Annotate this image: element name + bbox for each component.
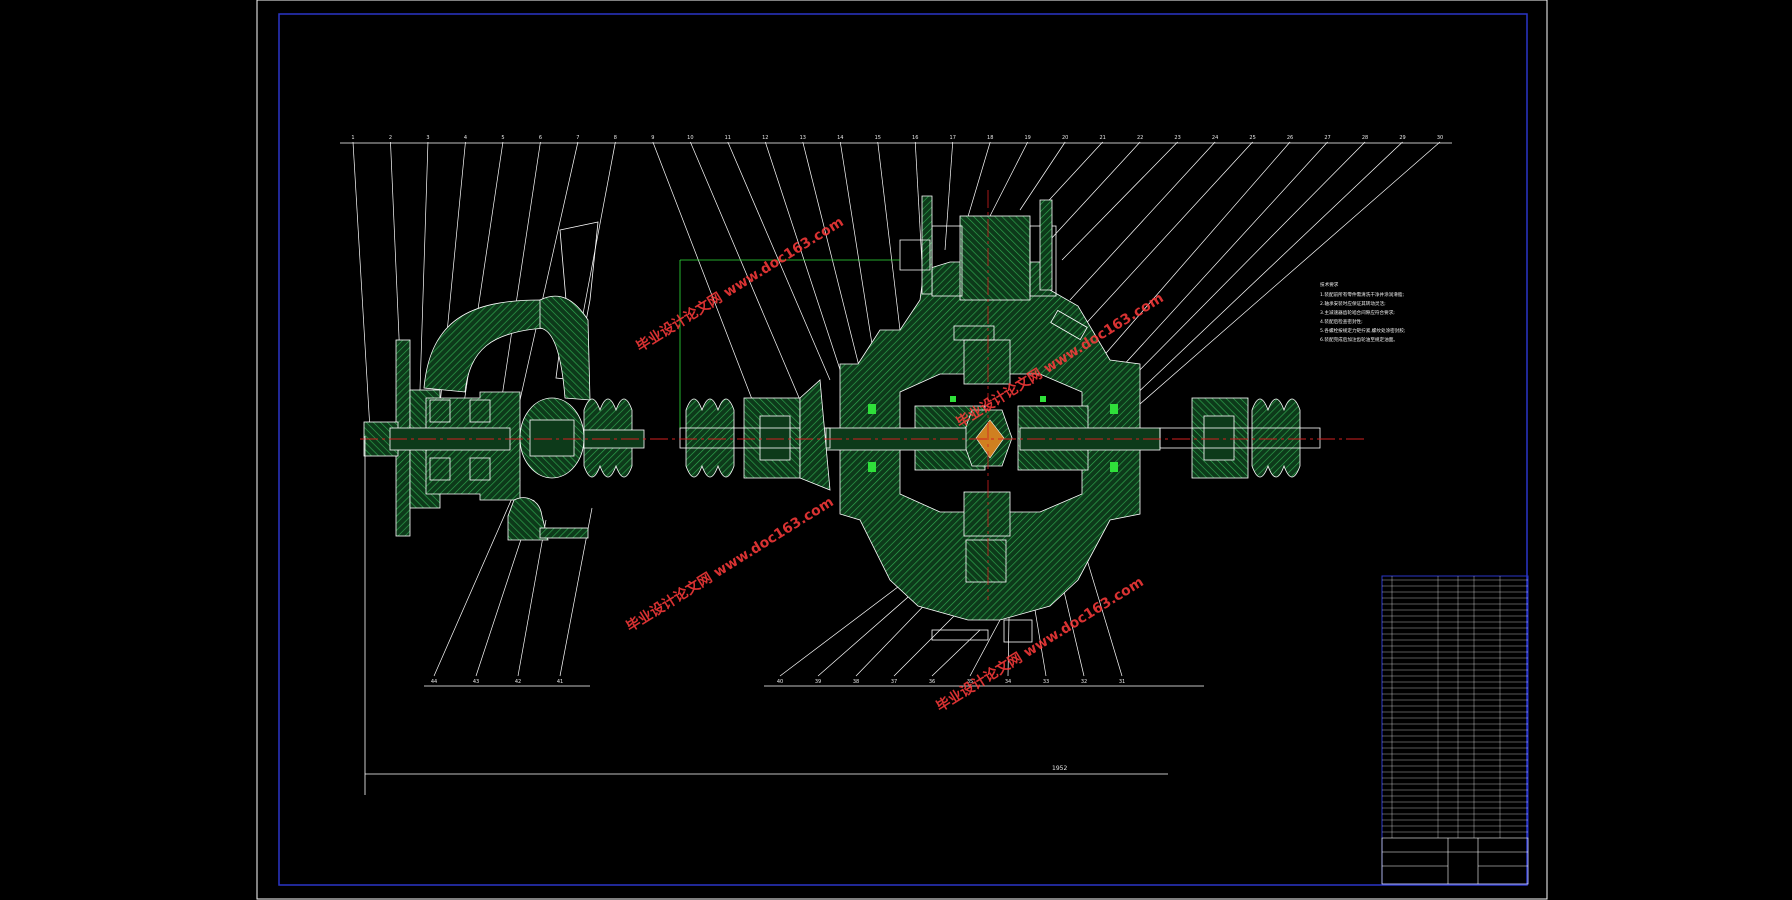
balloon-label-3-leader — [419, 141, 429, 391]
balloon-label-32: 32 — [1081, 679, 1087, 685]
hub-knuckle-assembly — [363, 221, 645, 541]
technical-notes: 技术要求 1.装配前所有零件需清洗干净并涂润滑脂; 2.轴承安装时应保证其转动灵… — [1320, 281, 1406, 343]
balloon-label-25: 25 — [1249, 135, 1255, 141]
balloon-label-13: 13 — [800, 135, 806, 141]
balloon-label-39: 39 — [815, 679, 821, 685]
watermark-3: 毕业设计论文网 www.doc163.com — [623, 493, 836, 635]
balloon-label-30: 30 — [1437, 135, 1443, 141]
balloon-label-19: 19 — [1025, 135, 1031, 141]
balloon-label-29: 29 — [1399, 135, 1405, 141]
inner-frame — [278, 13, 1528, 886]
balloon-label-18: 18 — [987, 135, 993, 141]
balloon-label-11: 11 — [725, 135, 731, 141]
balloon-label-7: 7 — [576, 135, 579, 141]
watermark-1: 毕业设计论文网 www.doc163.com — [633, 213, 846, 355]
note-line-1: 1.装配前所有零件需清洗干净并涂润滑脂; — [1320, 291, 1404, 298]
balloon-label-1: 1 — [351, 135, 354, 141]
balloon-label-8: 8 — [614, 135, 617, 141]
balloon-label-21-leader — [1039, 141, 1103, 211]
balloon-label-31: 31 — [1119, 679, 1125, 685]
balloon-label-36: 36 — [929, 679, 935, 685]
balloon-label-8-leader — [579, 141, 616, 331]
balloon-label-23-leader — [1061, 141, 1178, 261]
notes-title: 技术要求 — [1320, 281, 1339, 288]
balloon-label-27: 27 — [1324, 135, 1330, 141]
balloon-label-26-leader — [1099, 141, 1291, 361]
balloon-label-20-leader — [1019, 141, 1066, 211]
balloon-label-1-leader — [352, 141, 371, 431]
balloon-label-16: 16 — [912, 135, 918, 141]
balloon-label-23: 23 — [1174, 135, 1180, 141]
note-line-5: 5.各螺栓按规定力矩拧紧,螺纹处涂密封胶; — [1320, 327, 1406, 334]
balloon-label-6-leader — [499, 141, 541, 411]
balloon-label-4: 4 — [464, 135, 467, 141]
balloon-label-27-leader — [1109, 141, 1328, 381]
balloon-label-42-leader — [517, 519, 547, 677]
balloon-label-44-leader — [433, 479, 521, 677]
balloon-label-28-leader — [1119, 141, 1366, 391]
balloon-label-9-leader — [652, 141, 761, 421]
note-line-3: 3.主减速器齿轮啮合间隙应符合要求; — [1320, 309, 1395, 316]
balloon-label-34: 34 — [1005, 679, 1011, 685]
balloon-label-24: 24 — [1212, 135, 1218, 141]
balloon-label-24-leader — [1069, 141, 1216, 301]
note-line-2: 2.轴承安装时应保证其转动灵活; — [1320, 300, 1386, 307]
balloon-label-14: 14 — [837, 135, 843, 141]
balloon-label-3: 3 — [426, 135, 429, 141]
balloon-label-40: 40 — [777, 679, 783, 685]
balloon-label-2-leader — [390, 141, 401, 361]
balloon-label-37: 37 — [891, 679, 897, 685]
balloon-label-10-leader — [690, 141, 801, 401]
parts-list-table — [1381, 575, 1529, 885]
balloon-label-29-leader — [1129, 141, 1403, 401]
balloon-label-38: 38 — [853, 679, 859, 685]
balloon-label-20: 20 — [1062, 135, 1068, 141]
balloon-label-35: 35 — [967, 679, 973, 685]
overall-dimension: 1952 — [1052, 765, 1067, 772]
balloon-label-5-leader — [459, 141, 504, 431]
note-line-4: 4.装配后检查密封性; — [1320, 318, 1363, 325]
balloon-label-2: 2 — [389, 135, 392, 141]
balloon-label-12-leader — [764, 141, 851, 401]
balloon-label-22-leader — [1049, 141, 1141, 241]
balloon-label-43: 43 — [473, 679, 479, 685]
balloon-label-12: 12 — [762, 135, 768, 141]
balloon-label-26: 26 — [1287, 135, 1293, 141]
balloon-label-44: 44 — [431, 679, 437, 685]
balloon-label-18-leader — [963, 141, 991, 231]
balloon-label-10: 10 — [687, 135, 693, 141]
outer-border — [256, 0, 1548, 900]
balloon-label-28: 28 — [1362, 135, 1368, 141]
inner-cv-joint-left — [679, 379, 831, 491]
balloon-label-25-leader — [1079, 141, 1253, 331]
note-line-6: 6.装配完成后加注齿轮油至规定油面。 — [1320, 336, 1398, 343]
balloon-label-30-leader — [1139, 141, 1441, 405]
balloon-label-19-leader — [989, 141, 1029, 217]
balloon-label-22: 22 — [1137, 135, 1143, 141]
balloon-label-9: 9 — [651, 135, 654, 141]
balloon-label-21: 21 — [1099, 135, 1105, 141]
balloon-label-6: 6 — [539, 135, 542, 141]
balloon-label-36-leader — [931, 629, 981, 677]
balloon-label-33: 33 — [1043, 679, 1049, 685]
balloon-label-5: 5 — [501, 135, 504, 141]
balloon-label-15: 15 — [875, 135, 881, 141]
inner-cv-joint-right — [1159, 397, 1321, 479]
balloon-label-7-leader — [519, 141, 579, 401]
balloon-label-35-leader — [969, 619, 1001, 677]
balloon-label-17-leader — [944, 141, 954, 251]
balloon-label-41: 41 — [557, 679, 563, 685]
balloon-label-11-leader — [727, 141, 831, 381]
balloon-label-42: 42 — [515, 679, 521, 685]
balloon-label-17: 17 — [950, 135, 956, 141]
balloon-label-15-leader — [877, 141, 901, 331]
leader-lines — [352, 141, 1441, 677]
